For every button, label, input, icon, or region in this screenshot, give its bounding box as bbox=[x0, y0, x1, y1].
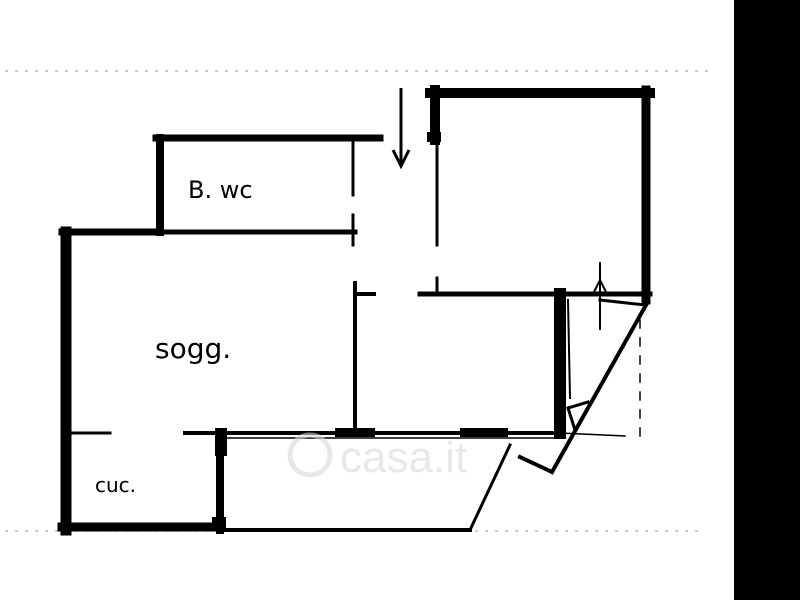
watermark-logo: casa.it bbox=[287, 432, 467, 482]
room-label-bathroom: B. wc bbox=[188, 176, 253, 204]
room-label-living: sogg. bbox=[155, 332, 231, 365]
watermark-text: casa.it bbox=[340, 433, 467, 482]
right-black-margin bbox=[734, 0, 800, 600]
dimension-lines bbox=[5, 70, 710, 532]
room-label-kitchen: cuc. bbox=[95, 473, 136, 497]
balcony-arrow-icon bbox=[593, 262, 607, 330]
entrance-arrow-icon bbox=[391, 88, 411, 170]
openings bbox=[212, 132, 508, 531]
